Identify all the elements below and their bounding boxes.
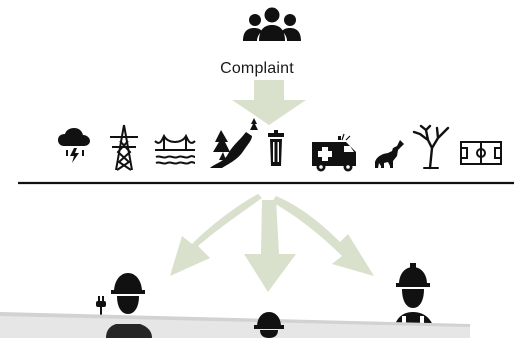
complaint-label: Complaint: [220, 60, 294, 77]
fan-arrow-left: [170, 194, 262, 276]
fan-arrow-right: [272, 196, 374, 276]
football-field-icon: [460, 141, 502, 165]
bottom-overlay-panel: [0, 312, 470, 338]
worker-overlay-details: [106, 324, 152, 338]
fan-arrow-middle: [244, 200, 296, 292]
down-arrow: [232, 80, 306, 125]
helmet-worker-icon: [254, 312, 284, 338]
ambulance-icon: [312, 133, 356, 172]
power-pylon-icon: [110, 124, 138, 171]
bridge-over-water-icon: [154, 133, 196, 165]
dead-tree-icon: [412, 124, 450, 170]
storm-cloud-icon: [58, 128, 90, 163]
wolf-icon: [375, 140, 404, 168]
road-with-trees-icon: [210, 118, 258, 168]
fan-arrows: [170, 194, 374, 292]
trash-can-icon: [268, 130, 284, 166]
category-icons: [58, 118, 502, 172]
users-group-icon: [243, 7, 301, 41]
